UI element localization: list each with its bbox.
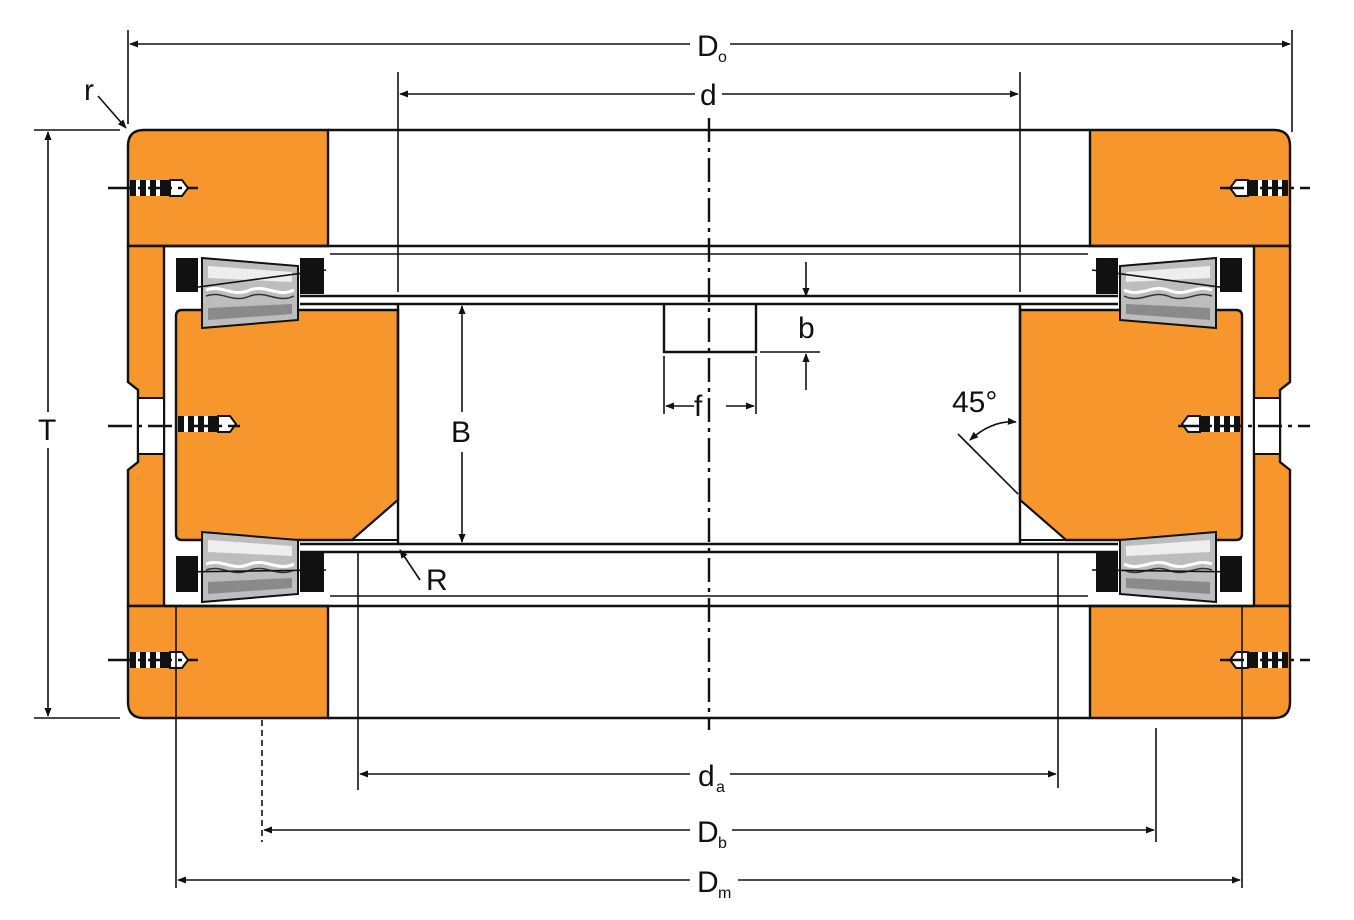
label-Dm: D: [697, 866, 719, 899]
label-T: T: [38, 414, 56, 447]
dimension-d: d: [397, 72, 1021, 292]
label-da-sub: a: [716, 779, 725, 796]
label-Dm-sub: m: [718, 885, 731, 902]
label-f: f: [694, 390, 703, 423]
dimension-f: f: [663, 356, 757, 423]
label-Do: D: [697, 30, 719, 63]
bolts: [108, 179, 1310, 669]
inner-race-right: [1018, 308, 1244, 542]
dimension-Dm: D m: [175, 606, 1243, 902]
dimension-R: R: [399, 549, 448, 597]
roller-top-left: [200, 256, 300, 330]
dimension-b: b: [760, 262, 820, 390]
dimension-T: T: [34, 129, 120, 719]
roller-bottom-right: [1118, 530, 1218, 604]
roller-set: [175, 256, 1243, 604]
label-Db: D: [697, 816, 719, 849]
label-B: B: [451, 416, 471, 449]
label-da: d: [698, 760, 715, 793]
dimension-angle: 45°: [952, 386, 1019, 495]
outer-race-right: [1088, 128, 1292, 720]
label-d: d: [700, 79, 717, 112]
label-angle: 45°: [952, 386, 997, 419]
dimension-Do: D o: [127, 30, 1293, 132]
outer-race-left: [126, 128, 330, 720]
dimension-r: r: [84, 74, 127, 129]
inner-race-left: [174, 308, 400, 542]
label-r: r: [84, 74, 94, 107]
dimension-Db: D b: [261, 720, 1157, 852]
roller-bottom-left: [200, 530, 300, 604]
label-Db-sub: b: [718, 835, 727, 852]
dimension-da: d a: [357, 552, 1059, 796]
dimension-B: B: [451, 305, 471, 543]
label-R: R: [426, 564, 448, 597]
label-Do-sub: o: [718, 49, 727, 66]
roller-top-right: [1118, 256, 1218, 330]
label-b: b: [798, 312, 815, 345]
shaft-lines: [164, 128, 1254, 720]
